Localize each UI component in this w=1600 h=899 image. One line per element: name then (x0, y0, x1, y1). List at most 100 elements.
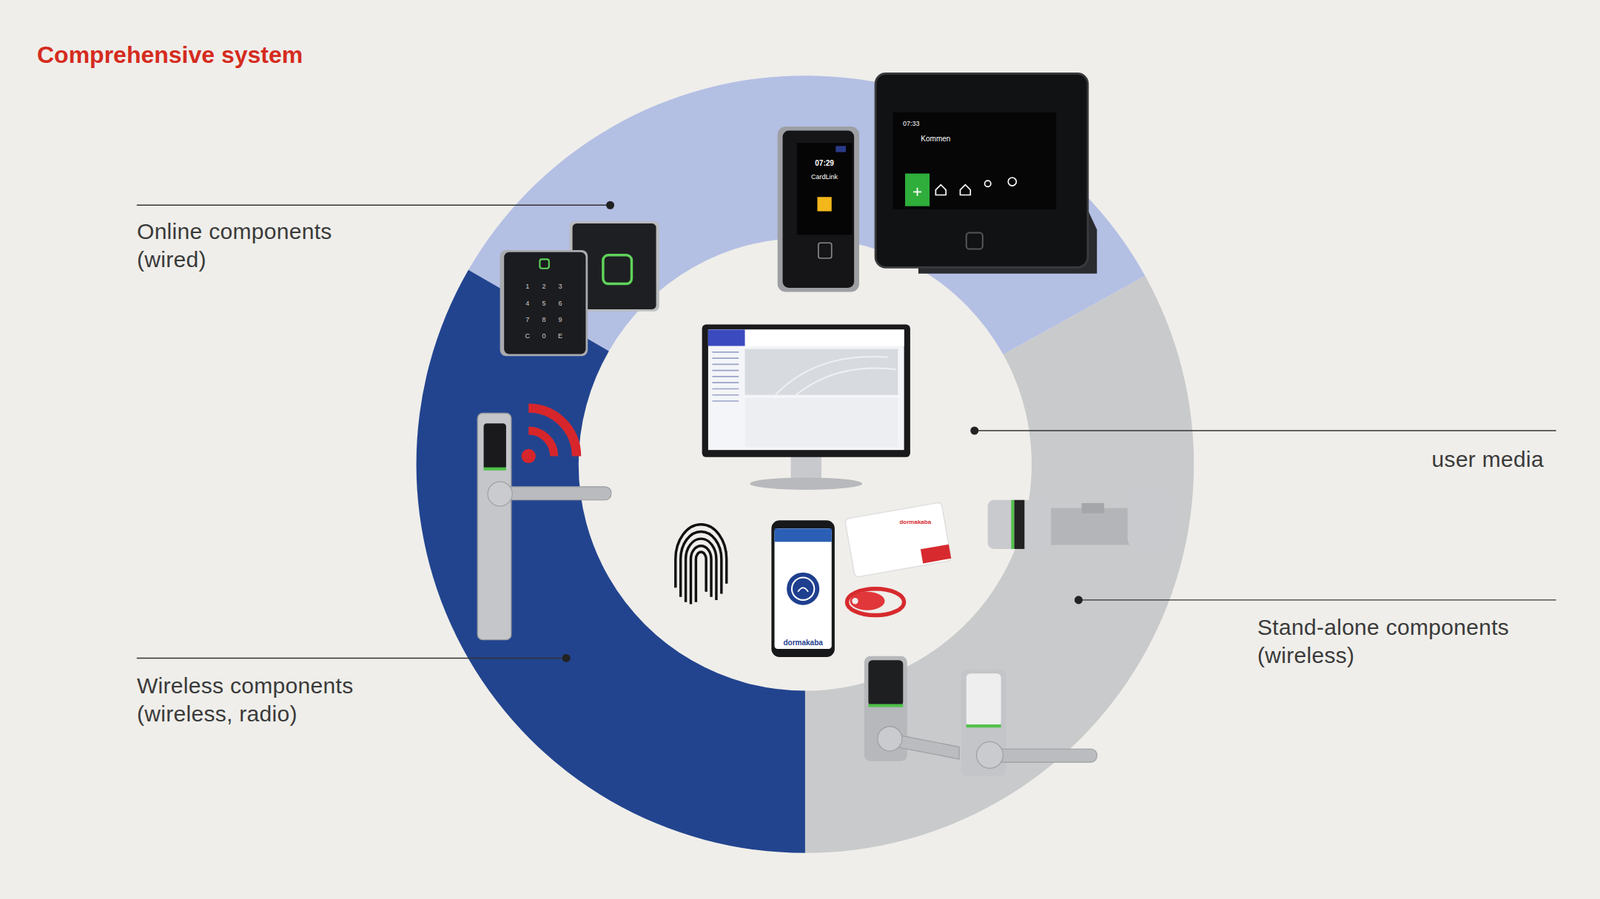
key-fob (850, 592, 886, 611)
fingerprint (695, 552, 707, 603)
standalone-handle (961, 669, 1007, 778)
terminal-reader (817, 196, 832, 211)
terminal-reader (818, 242, 832, 259)
screen-text: Kommen (920, 135, 951, 143)
keypad-reader (503, 252, 586, 355)
keypad-key: E (558, 332, 563, 339)
access-card (844, 502, 951, 578)
keypad-key: 3 (558, 283, 562, 291)
leader-line (1074, 595, 1083, 604)
keypad-key: 1 (525, 283, 530, 291)
radio-symbol (528, 430, 554, 456)
screen-text: CardLink (811, 173, 838, 180)
terminal-reader (777, 126, 860, 292)
group-label: user media (1432, 445, 1544, 474)
terminal-reader (835, 145, 846, 152)
fingerprint (690, 546, 712, 605)
keypad-key: 0 (541, 332, 546, 339)
fingerprint (686, 538, 717, 602)
leader-line (970, 426, 979, 435)
key-fob (851, 597, 858, 604)
smartphone (797, 587, 809, 593)
key-fob (846, 589, 904, 616)
smartphone (771, 520, 835, 658)
group-label: Wireless components (wireless, radio) (136, 671, 374, 729)
smartphone (786, 572, 820, 606)
time-terminal (935, 185, 946, 196)
digital-cylinder (987, 500, 1051, 550)
standalone-handle (877, 726, 903, 752)
time-terminal (875, 73, 1097, 274)
management-monitor (708, 329, 905, 346)
keypad-key: 7 (525, 316, 530, 323)
radio-door-handle (483, 423, 507, 470)
keypad-key: 5 (541, 299, 546, 307)
management-monitor (749, 477, 863, 490)
title: Comprehensive system (37, 40, 303, 69)
radio-door-handle (477, 413, 512, 641)
access-card (844, 502, 951, 578)
management-monitor (708, 329, 905, 450)
radio-symbol (528, 408, 577, 457)
leader-line (136, 204, 611, 206)
smartphone (774, 528, 832, 542)
leader-line (606, 201, 615, 210)
time-terminal (875, 73, 1088, 268)
digital-cylinder (1010, 500, 1014, 550)
brand-text: dormakaba (899, 519, 931, 526)
time-terminal (892, 112, 1057, 210)
radio-door-handle (496, 486, 611, 501)
standalone-handle (868, 704, 903, 708)
smartphone (774, 528, 832, 650)
access-card (920, 544, 951, 564)
time-terminal (985, 180, 991, 187)
standalone-handle (966, 673, 1002, 727)
digital-cylinder (1081, 503, 1105, 514)
fingerprint (680, 531, 722, 597)
digital-cylinder (987, 487, 1174, 550)
radio-door-handle (483, 467, 507, 471)
management-monitor (702, 324, 911, 490)
time-terminal (959, 185, 971, 196)
leader-line (562, 654, 571, 663)
smartphone (791, 577, 815, 601)
keypad-key: 4 (525, 299, 530, 307)
leader-line (136, 657, 567, 659)
screen-text: 07:29 (814, 159, 835, 168)
radio-symbol (521, 408, 577, 464)
smartphone (771, 520, 835, 658)
keypad-key: 6 (558, 299, 562, 307)
time-terminal (966, 232, 983, 249)
keypad-reader (500, 250, 589, 356)
radio-symbol (521, 449, 536, 464)
group-label: Online components (wired) (136, 217, 359, 274)
fingerprint (675, 524, 727, 588)
fingerprint (675, 524, 727, 605)
management-monitor (775, 356, 897, 396)
management-monitor (745, 349, 899, 396)
radio-door-handle (487, 481, 513, 507)
time-terminal (913, 187, 922, 197)
keypad-key: C (525, 332, 531, 339)
management-monitor (791, 455, 822, 480)
card-reader (603, 255, 633, 285)
key-fob (846, 589, 904, 616)
standalone-handle (868, 660, 903, 707)
terminal-reader (797, 142, 852, 235)
terminal-reader (777, 126, 860, 292)
management-monitor (702, 324, 911, 458)
leader-line (974, 429, 1557, 431)
standalone-handle (864, 656, 1097, 778)
standalone-handle (976, 742, 1004, 769)
brand-text: dormakaba (782, 639, 823, 647)
leader-line (1078, 599, 1556, 601)
group-label: Stand-alone components (wireless) (1257, 613, 1554, 670)
management-monitor (745, 398, 899, 447)
keypad-key: 9 (558, 316, 562, 323)
management-monitor (711, 352, 739, 402)
radio-door-handle (477, 413, 612, 641)
screen-text: 07:33 (902, 119, 920, 127)
time-terminal (905, 173, 930, 207)
